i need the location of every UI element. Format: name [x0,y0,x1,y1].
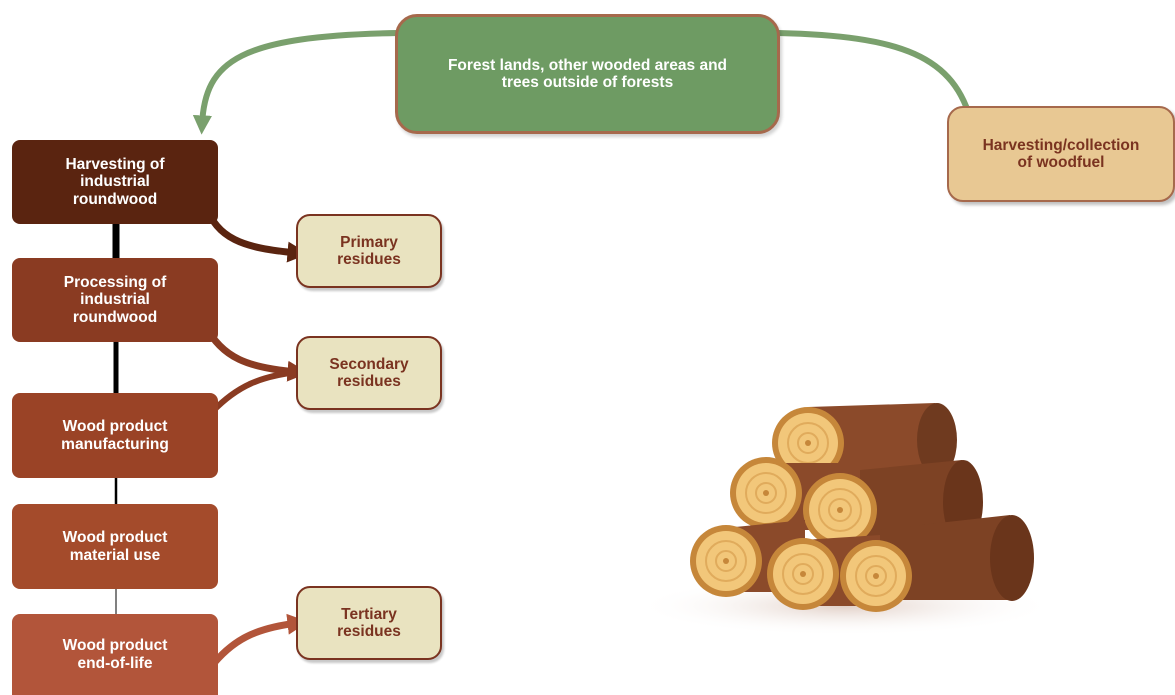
residue-label: Secondary residues [329,355,409,390]
primary-residues-box: Primary residues [296,214,442,288]
forest-source-label: Forest lands, other wooded areas and tre… [447,56,728,91]
woodfuel-label: Harvesting/collection of woodfuel [982,136,1140,171]
tertiary-residues-box: Tertiary residues [296,586,442,660]
forest-source-box: Forest lands, other wooded areas and tre… [395,14,780,134]
residue-label: Primary residues [337,233,401,268]
stage-manufacturing: Wood product manufacturing [12,393,218,478]
log-top [772,403,957,479]
residue-label: Tertiary residues [337,605,401,640]
stage-harvesting: Harvesting of industrial roundwood [12,140,218,224]
stage-label: Processing of industrial roundwood [63,273,167,326]
stage-material-use: Wood product material use [12,504,218,589]
stage-processing: Processing of industrial roundwood [12,258,218,342]
woodfuel-box: Harvesting/collection of woodfuel [947,106,1175,202]
stage-label: Wood product manufacturing [61,418,169,453]
arrow-to-woodfuel [777,30,980,135]
secondary-residues-box: Secondary residues [296,336,442,410]
arrow-secondary-residues-b [209,369,299,415]
stage-end-of-life: Wood product end-of-life [12,614,218,695]
log-middle-right [803,473,877,547]
log-bottom-right [840,540,912,612]
arrow-to-harvesting [192,30,399,135]
log-bottom-left [690,520,805,597]
log-bottom-back [875,515,1034,601]
stage-label: Wood product end-of-life [62,637,168,672]
stage-label: Harvesting of industrial roundwood [65,155,165,208]
stage-label: Wood product material use [62,529,168,564]
